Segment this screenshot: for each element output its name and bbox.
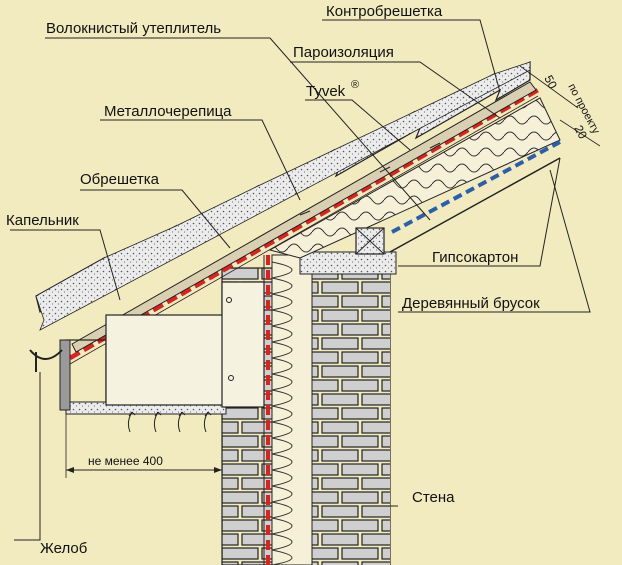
- leader-lines: [10, 19, 591, 541]
- rafter-end-board: [105, 314, 227, 406]
- rafter-insulation: [268, 97, 561, 259]
- wall-insulation-wave: [271, 261, 293, 565]
- label-counter-batten: Контробрешетка: [326, 3, 443, 20]
- label-drip: Капельник: [6, 212, 79, 229]
- label-gypsum-board: Гипсокартон: [432, 249, 518, 266]
- drip-board: [59, 339, 71, 411]
- label-vapour-barrier: Пароизоляция: [293, 44, 394, 61]
- label-tyvek: Tyvek: [306, 83, 346, 100]
- fascia: [221, 281, 265, 408]
- label-gutter: Желоб: [40, 540, 87, 557]
- vapour-barrier: [391, 140, 561, 234]
- roof-snow: [35, 61, 531, 331]
- min-distance-label: не менее 400: [88, 454, 163, 468]
- label-wall: Стена: [412, 489, 455, 506]
- gutter: [29, 349, 63, 360]
- wall-core: [312, 268, 390, 565]
- wall-plate: [299, 251, 397, 275]
- dim-50: 50: [541, 73, 560, 92]
- counter-batten: [71, 81, 537, 353]
- label-metal-tile: Металлочерепица: [104, 103, 232, 120]
- tyvek-membrane: [68, 88, 540, 360]
- label-tyvek-mark: ®: [351, 79, 359, 91]
- ventilation-arrows: [127, 142, 441, 433]
- label-wooden-block: Деревянный брусок: [402, 295, 540, 312]
- wall-insulation: [271, 254, 313, 565]
- label-fibrous-insulation: Волокнистый утеплитель: [46, 20, 221, 37]
- label-battens: Обрешетка: [80, 171, 160, 188]
- dim-20: 20: [571, 123, 590, 142]
